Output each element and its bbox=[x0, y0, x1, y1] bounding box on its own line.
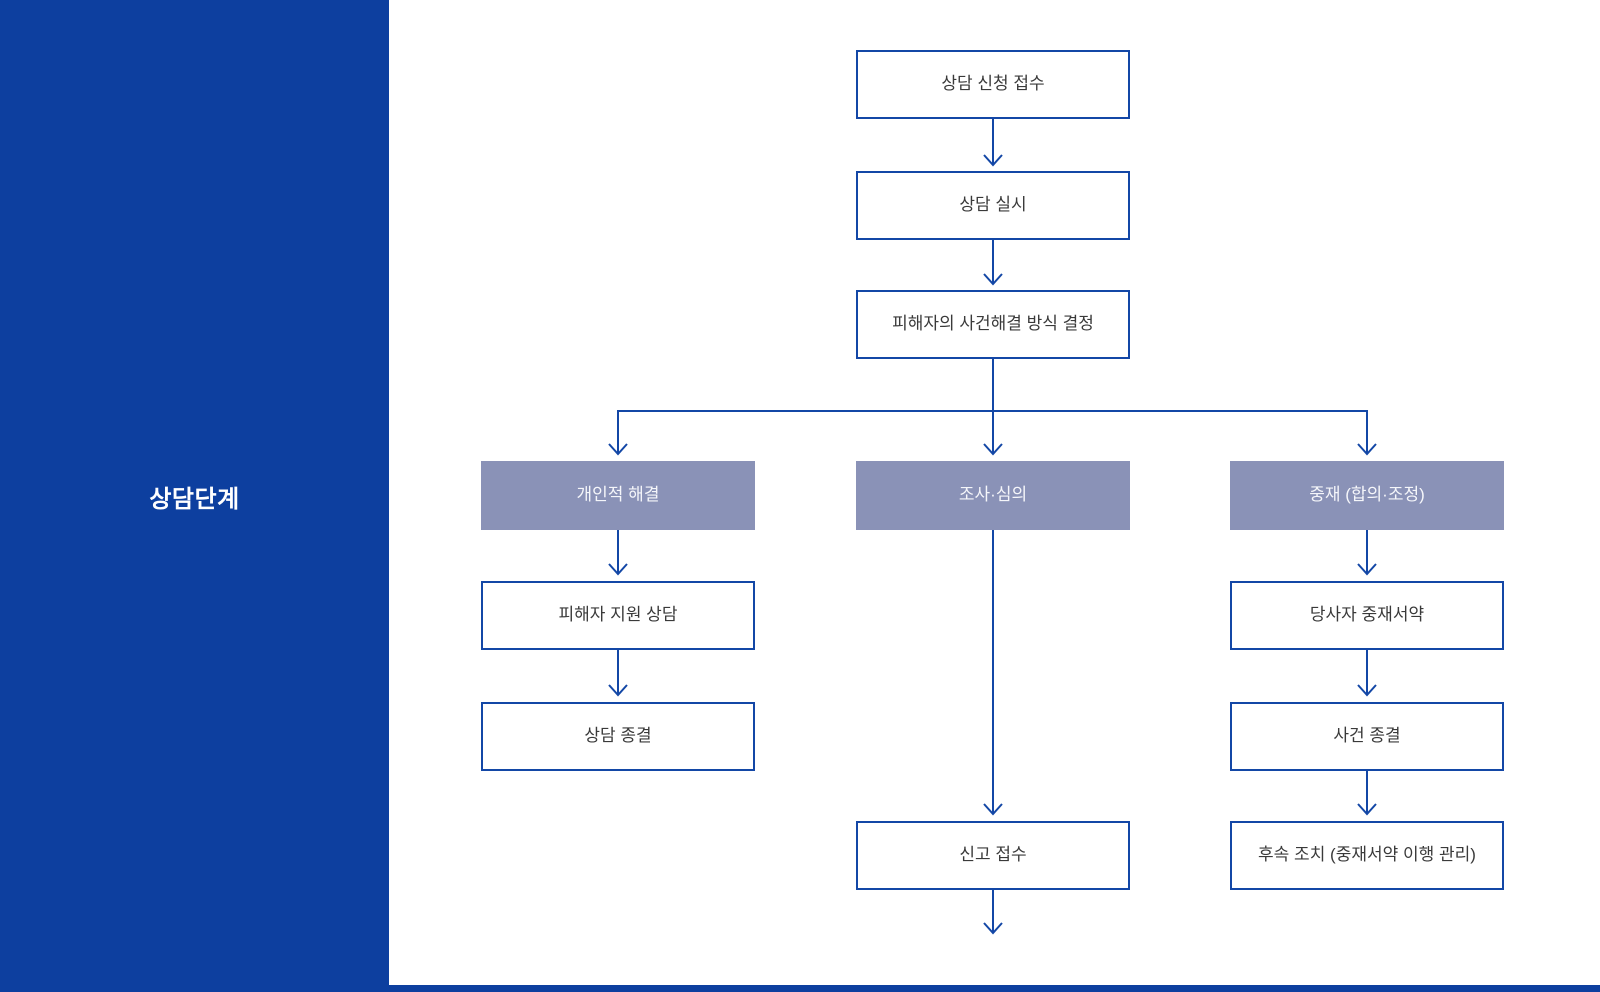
arrow-caseclose-to-followup bbox=[1357, 771, 1377, 816]
node-consultation-close: 상담 종결 bbox=[481, 702, 755, 771]
branch-connector bbox=[617, 359, 1368, 412]
header-mediation: 중재 (합의·조정) bbox=[1230, 461, 1504, 530]
stage-sidebar: 상담단계 bbox=[0, 0, 389, 992]
arrow-investigation-to-report bbox=[983, 530, 1003, 816]
arrow-pledge-to-caseclose bbox=[1357, 650, 1377, 697]
arrow-support-to-close bbox=[608, 650, 628, 697]
header-personal-resolution: 개인적 해결 bbox=[481, 461, 755, 530]
bottom-accent-strip bbox=[0, 985, 1600, 992]
arrow-mediation-to-pledge bbox=[1357, 530, 1377, 576]
node-case-close: 사건 종결 bbox=[1230, 702, 1504, 771]
node-mediation-pledge: 당사자 중재서약 bbox=[1230, 581, 1504, 650]
node-followup-measures: 후속 조치 (중재서약 이행 관리) bbox=[1230, 821, 1504, 890]
node-victim-support: 피해자 지원 상담 bbox=[481, 581, 755, 650]
node-consultation: 상담 실시 bbox=[856, 171, 1130, 240]
node-report-receipt: 신고 접수 bbox=[856, 821, 1130, 890]
arrow-branch-to-mediation bbox=[1357, 411, 1377, 456]
arrow-consult-to-decision bbox=[983, 240, 1003, 286]
arrow-personal-to-support bbox=[608, 530, 628, 576]
node-resolution-decision: 피해자의 사건해결 방식 결정 bbox=[856, 290, 1130, 359]
arrow-branch-to-personal bbox=[608, 411, 628, 456]
header-investigation-deliberation: 조사·심의 bbox=[856, 461, 1130, 530]
arrow-report-continue bbox=[983, 890, 1003, 935]
sidebar-title: 상담단계 bbox=[149, 485, 240, 513]
arrow-apply-to-consult bbox=[983, 119, 1003, 167]
node-application-receipt: 상담 신청 접수 bbox=[856, 50, 1130, 119]
arrow-branch-to-investigation bbox=[983, 411, 1003, 456]
